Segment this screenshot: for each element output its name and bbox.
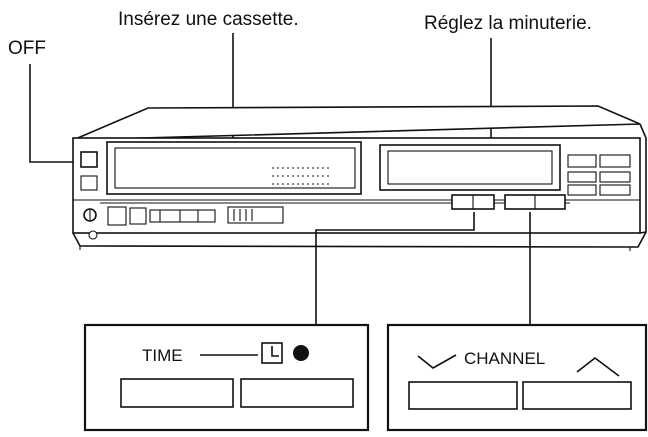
small-knob — [88, 230, 98, 240]
vcr-top-face — [72, 105, 641, 141]
lower-button-a — [107, 206, 127, 226]
channel-down-icon — [417, 354, 457, 369]
vcr-base — [72, 231, 647, 248]
cassette-door-inner — [114, 147, 356, 189]
right-button-5 — [567, 184, 597, 196]
insert-cassette-label: Insérez une cassette. — [118, 9, 299, 30]
lower-control-strip — [149, 209, 216, 223]
eject-button — [80, 175, 98, 191]
time-button-left — [120, 378, 234, 408]
channel-button-right — [522, 381, 632, 410]
lower-button-b — [129, 207, 147, 225]
time-panel: TIME — [83, 323, 370, 432]
timer-display-inner — [387, 150, 553, 185]
vcr-body — [72, 105, 647, 251]
time-panel-frame — [83, 323, 370, 432]
vcr-right-side — [639, 123, 647, 234]
right-button-1 — [567, 154, 597, 168]
channel-panel-frame — [386, 323, 648, 432]
channel-panel: CHANNEL — [386, 323, 648, 432]
tracking-control — [227, 206, 284, 224]
right-button-4 — [599, 171, 631, 183]
off-label: OFF — [8, 38, 46, 59]
record-dot-icon — [293, 345, 309, 361]
off-leader — [29, 64, 92, 163]
time-panel-label: TIME — [142, 346, 183, 365]
channel-panel-label: CHANNEL — [464, 349, 545, 368]
channel-up-icon — [576, 356, 620, 377]
clock-icon — [261, 342, 283, 364]
clock-icon-hands — [271, 346, 279, 357]
power-button — [80, 151, 98, 168]
right-button-6 — [599, 184, 631, 196]
timer-display — [379, 144, 561, 191]
right-button-3 — [567, 171, 597, 183]
set-timer-label: Réglez la minuterie. — [424, 13, 592, 34]
channel-button-left — [408, 381, 518, 410]
right-button-2 — [599, 154, 631, 168]
time-button-right — [240, 378, 354, 408]
time-connector — [315, 212, 475, 325]
